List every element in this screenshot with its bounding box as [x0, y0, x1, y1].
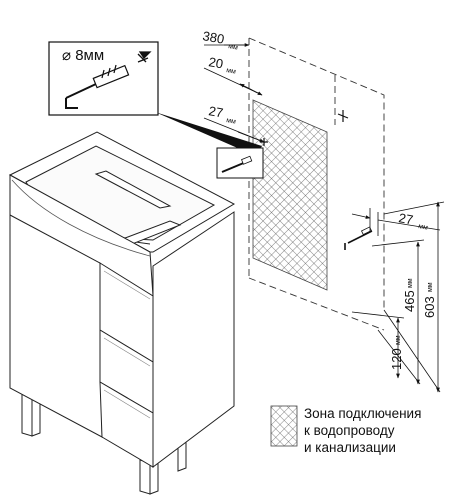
callout-beam [155, 112, 262, 156]
wall-anchor-right [344, 226, 373, 250]
callout-target-box [216, 147, 264, 179]
drill-size-label: ⌀ 8мм [62, 47, 104, 64]
dim-465-value: 465 [402, 290, 417, 312]
cabinet-leg-left [21, 393, 33, 437]
dim-380-value: 380 [201, 28, 225, 47]
dim-20-value: 20 [207, 54, 224, 71]
dim-120-value: 120 [389, 348, 404, 370]
dim-20-unit: мм [226, 67, 237, 76]
cabinet-side-panel [152, 211, 235, 469]
dim-380: 380 мм [201, 28, 250, 52]
cabinet-leg-front [139, 459, 151, 495]
drill-callout: ⌀ 8мм [48, 41, 264, 179]
dim-20: 20 мм [203, 54, 263, 96]
dim-380-unit: мм [228, 43, 239, 52]
legend-swatch [270, 405, 298, 447]
dim-603-value: 603 [422, 296, 437, 318]
dowel-screw-icon [65, 64, 130, 109]
dim-465-unit: мм [407, 278, 414, 288]
dim-27-top-value: 27 [207, 103, 224, 120]
drawer-3 [99, 381, 154, 468]
dim-27-right-value: 27 [397, 210, 414, 227]
dim-vertical-group [351, 201, 445, 393]
connection-zone [252, 99, 328, 291]
dim-27-right-unit: мм [418, 223, 429, 232]
wall-outline [248, 37, 385, 331]
legend-line-3: и канализации [304, 440, 396, 455]
wall-mark-icon [137, 51, 152, 63]
legend-line-2: к водопроводу [304, 423, 395, 438]
vanity-cabinet [8, 131, 236, 495]
dim-120-unit: мм [395, 335, 402, 345]
dim-27-top: 27 мм [203, 103, 265, 143]
dim-27-top-unit: мм [226, 117, 237, 126]
legend-line-1: Зона подключения [304, 406, 421, 421]
legend: Зона подключения к водопроводу и канализ… [270, 405, 421, 455]
dim-27-right: 27 мм [351, 208, 441, 236]
dim-603-unit: мм [427, 282, 434, 292]
